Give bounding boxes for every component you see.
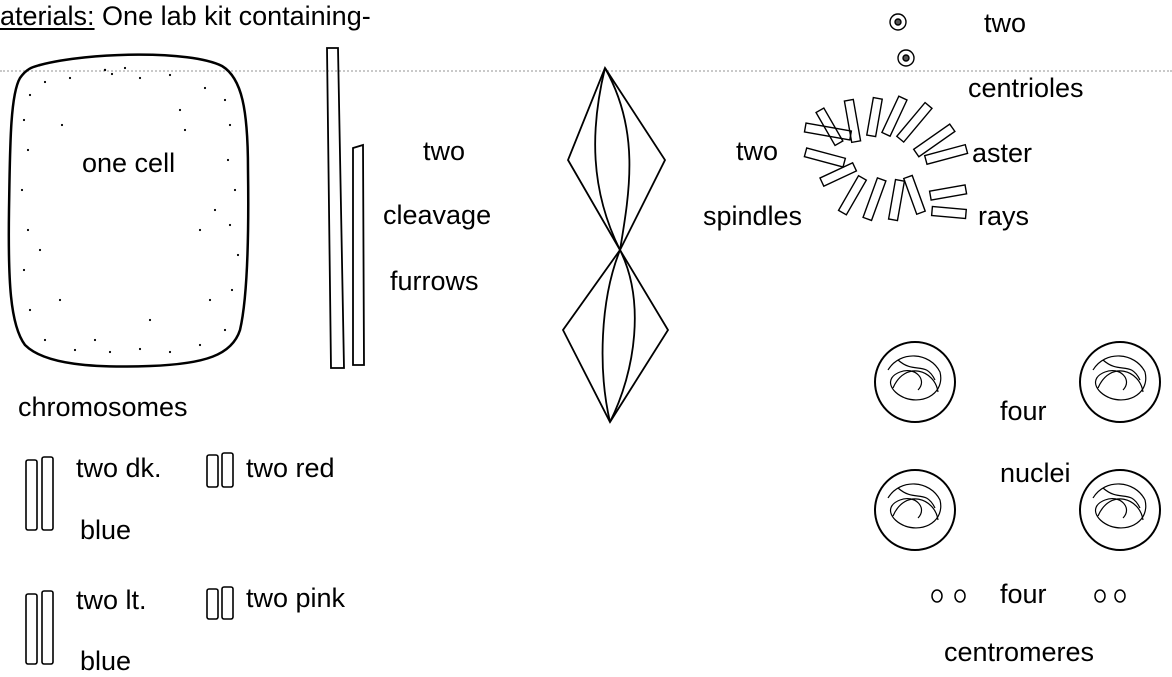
furrows-line2: furrows [390,268,479,295]
cell-label: one cell [82,150,175,177]
furrows-line1: cleavage [383,202,491,229]
cell-drawing-icon [9,55,248,367]
red-label: two red [246,455,335,482]
materials-line: aterials: One lab kit containing- [0,3,371,30]
centromeres-count: four [1000,581,1047,608]
nucleus-circle-icon [875,342,1160,550]
dk-blue-line2: blue [80,517,131,544]
spindles-label: spindles [703,203,802,230]
dk-blue-line1: two dk. [76,455,162,482]
materials-text: One lab kit containing- [95,1,371,31]
aster-ray-icon [804,96,967,220]
lt-blue-line1: two lt. [76,587,147,614]
centriole-dot-icon [890,14,914,66]
centrioles-label: centrioles [968,75,1084,102]
spindles-count: two [736,138,778,165]
chromosomes-heading: chromosomes [18,394,188,421]
centromeres-label: centromeres [944,639,1094,666]
furrows-count: two [423,138,465,165]
nuclei-label: nuclei [1000,460,1071,487]
centrioles-count: two [984,10,1026,37]
nuclei-count: four [1000,398,1047,425]
lt-blue-line2: blue [80,648,131,675]
cleavage-furrow-strip-icon [327,48,364,368]
materials-label: aterials: [0,1,95,31]
chromosome-bar-icon [26,453,233,664]
aster-line2: rays [978,203,1029,230]
aster-line1: aster [972,140,1032,167]
pink-label: two pink [246,585,345,612]
spindle-diamond-icon [563,68,668,422]
